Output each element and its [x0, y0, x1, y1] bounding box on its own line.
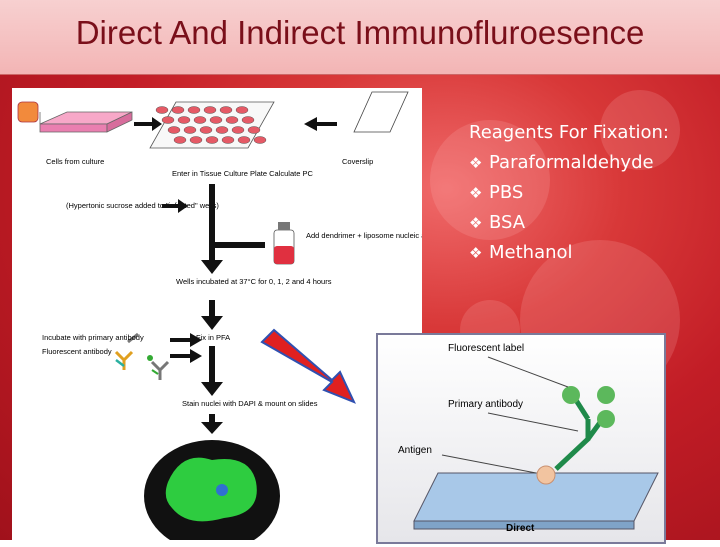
well-icon: [155, 106, 169, 114]
fluorescent-label-text: Fluorescent label: [448, 343, 524, 354]
arrow-down-icon: [201, 260, 223, 274]
incubate-label: Wells incubated at 37°C for 0, 1, 2 and …: [176, 277, 332, 286]
well-icon: [187, 106, 201, 114]
fix-label: Fix in PFA: [196, 333, 230, 342]
reagent-item: Methanol: [489, 242, 573, 263]
glass-slide: [413, 472, 659, 522]
well-icon: [205, 136, 219, 144]
well-icon: [231, 126, 245, 134]
flow-line: [209, 184, 215, 264]
arrow-right-icon: [170, 333, 202, 347]
arrow-down-icon: [201, 316, 223, 330]
diamond-bullet-icon: ❖: [469, 154, 483, 172]
hypertonic-label: (Hypertonic sucrose added to "infected" …: [66, 201, 219, 210]
arrow-down-icon: [201, 382, 223, 396]
list-item: ❖ Paraformaldehyde: [469, 148, 669, 178]
well-icon: [199, 126, 213, 134]
well-icon: [225, 116, 239, 124]
flow-line: [209, 346, 215, 386]
well-icon: [219, 106, 233, 114]
leader-line: [441, 454, 537, 474]
antigen-circle: [536, 465, 556, 485]
well-icon: [193, 116, 207, 124]
list-item: ❖ BSA: [469, 208, 669, 238]
well-plate-icon: [149, 101, 275, 149]
antibody-icon: [114, 332, 139, 370]
list-item: ❖ Methanol: [469, 238, 669, 268]
flow-line: [209, 242, 265, 248]
add-label: Add dendrimer + liposome nucleic acid mi…: [306, 231, 422, 240]
well-icon: [247, 126, 261, 134]
well-icon: [235, 106, 249, 114]
secondary-label: Fluorescent antibody: [42, 347, 112, 356]
well-icon: [203, 106, 217, 114]
arrow-down-icon: [201, 422, 223, 434]
leader-line: [487, 412, 579, 432]
reagents-heading: Reagents For Fixation:: [469, 122, 669, 143]
direct-if-diagram: Fluorescent label Primary antibody Antig…: [376, 333, 666, 544]
arrow-right-icon: [134, 117, 162, 131]
well-icon: [161, 116, 175, 124]
direct-label: Direct: [506, 523, 535, 534]
bokeh-light: [430, 120, 550, 240]
reagent-item: BSA: [489, 212, 526, 233]
well-icon: [177, 116, 191, 124]
tube-icon: [273, 222, 295, 265]
well-icon: [215, 126, 229, 134]
coverslip-icon: [353, 91, 409, 133]
well-icon: [221, 136, 235, 144]
well-icon: [167, 126, 181, 134]
well-icon: [237, 136, 251, 144]
glass-slide-edge: [413, 520, 635, 530]
antigen-text: Antigen: [398, 445, 432, 456]
well-icon: [209, 116, 223, 124]
well-icon: [171, 106, 185, 114]
antibody-icon: [147, 355, 170, 380]
flow-line: [209, 414, 215, 424]
cells-label: Cells from culture: [46, 157, 104, 166]
reagent-item: Paraformaldehyde: [489, 152, 654, 173]
primary-antibody-text: Primary antibody: [448, 399, 523, 410]
leader-line: [487, 356, 569, 388]
title-bar: Direct And Indirect Immunofluroesence: [0, 0, 720, 75]
well-icon: [183, 126, 197, 134]
reagents-list: Reagents For Fixation: ❖ Paraformaldehyd…: [469, 118, 669, 268]
plate-label: Enter in Tissue Culture Plate Calculate …: [172, 169, 313, 178]
bokeh-light: [600, 90, 680, 170]
stain-label: Stain nuclei with DAPI & mount on slides: [182, 399, 318, 408]
coverslip-label: Coverslip: [342, 157, 373, 166]
diamond-bullet-icon: ❖: [469, 244, 483, 262]
arrow-right-icon: [170, 349, 202, 363]
well-icon: [173, 136, 187, 144]
culture-flask-icon: [17, 101, 133, 133]
diamond-bullet-icon: ❖: [469, 214, 483, 232]
slide-title: Direct And Indirect Immunofluroesence: [75, 14, 645, 51]
reagent-item: PBS: [489, 182, 524, 203]
fluorescent-label-icon: [562, 386, 615, 428]
list-item: ❖ PBS: [469, 178, 669, 208]
procedure-diagram: Cells from culture Enter in Tissue Cultu…: [12, 88, 462, 547]
flow-line: [209, 300, 215, 320]
direct-if-svg: Fluorescent label Primary antibody Antig…: [378, 335, 664, 542]
microscope-view: [144, 440, 280, 547]
antibody-label: Incubate with primary antibody: [42, 333, 144, 342]
arrow-right-icon: [162, 199, 188, 213]
arrow-left-icon: [304, 117, 337, 131]
well-icon: [189, 136, 203, 144]
procedure-diagram-svg: Cells from culture Enter in Tissue Cultu…: [17, 91, 462, 547]
diamond-bullet-icon: ❖: [469, 184, 483, 202]
well-icon: [253, 136, 267, 144]
well-icon: [241, 116, 255, 124]
